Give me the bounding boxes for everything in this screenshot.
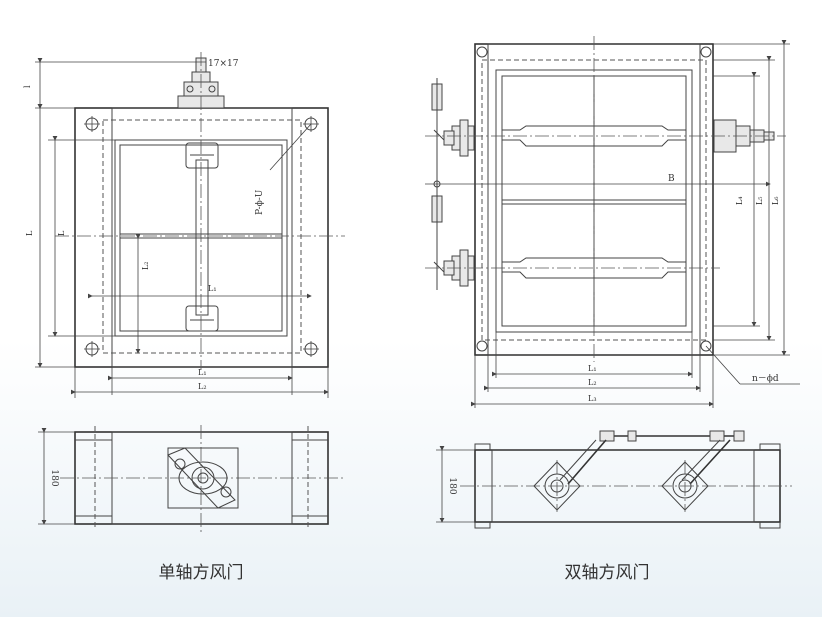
dim-label-L5: L₅ [755, 196, 764, 205]
caption-double-axis-damper: 双轴方风门 [565, 563, 650, 583]
bolt-hole-icon [476, 46, 712, 352]
shaft-size-label: 17×17 [208, 59, 239, 69]
dim-label-L4: L₄ [735, 196, 744, 205]
holes-label: P-ϕ-U [255, 189, 265, 215]
caption-single-axis-damper: 单轴方风门 [159, 563, 244, 583]
bearing-flange-icon [167, 447, 236, 509]
dim-label-bottom-3: L₃ [588, 394, 597, 403]
dim-label-bottom-2: L₂ [198, 382, 207, 391]
bearing-flange-icon [533, 460, 709, 512]
bolt-hole-icon [84, 116, 319, 357]
single-damper-side-view: 180 [38, 425, 345, 532]
dim-label-L6: L₆ [771, 196, 780, 205]
dim-label-B: B [668, 174, 675, 184]
dim-label-bottom-1: L₁ [198, 368, 207, 377]
dim-label-l: l [23, 85, 32, 88]
single-damper-front-view: 17×17 l L L L₂ L₁ L₁ L₂ P-ϕ-U [23, 52, 345, 398]
dim-label-L1-internal: L₁ [208, 284, 217, 293]
dim-label-L-inner: L [57, 230, 66, 236]
dim-label-L2-vertical: L₂ [141, 261, 150, 270]
width-label-single: 180 [49, 469, 59, 486]
linkage-bar [559, 430, 745, 485]
dim-label-L-outer: L [25, 230, 34, 236]
holes-label-double: n－ϕd [752, 374, 779, 384]
double-damper-side-view: 180 [436, 430, 792, 529]
dim-label-bottom-2: L₂ [588, 378, 597, 387]
width-label-double: 180 [447, 477, 457, 494]
dim-label-bottom-1: L₁ [588, 364, 597, 373]
double-damper-front-view: B L₄ L₅ L₆ L₁ L₂ L₃ n－ϕd [425, 36, 800, 408]
